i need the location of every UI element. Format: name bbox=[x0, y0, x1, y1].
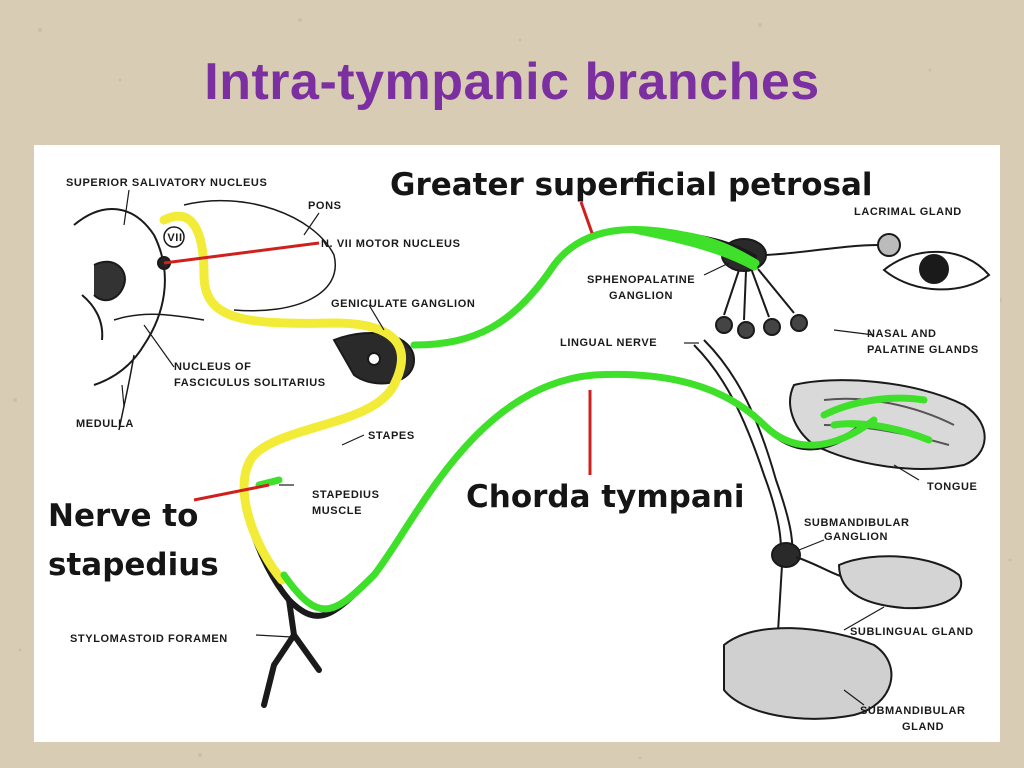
label-submandibular-gland-1: SUBMANDIBULAR bbox=[860, 705, 966, 717]
label-lacrimal-gland: LACRIMAL GLAND bbox=[854, 206, 962, 218]
label-fasciculus-solitarius: FASCICULUS SOLITARIUS bbox=[174, 377, 326, 389]
label-submandibular: SUBMANDIBULAR bbox=[804, 517, 910, 529]
pointer-motor-nucleus bbox=[163, 241, 320, 265]
sublingual-gland bbox=[837, 555, 962, 610]
callout-stapedius: stapedius bbox=[48, 547, 219, 583]
label-n7-motor-nucleus: N. VII MOTOR NUCLEUS bbox=[321, 238, 461, 250]
label-medulla: MEDULLA bbox=[76, 418, 134, 430]
slide-title: Intra-tympanic branches bbox=[204, 53, 820, 111]
label-palatine-glands: PALATINE GLANDS bbox=[867, 344, 979, 356]
label-leaders bbox=[121, 189, 920, 706]
submandibular-gland bbox=[723, 627, 893, 720]
pointer-greater-superficial-petrosal bbox=[579, 201, 594, 234]
label-stapes: STAPES bbox=[368, 430, 415, 442]
eye-illustration bbox=[877, 233, 991, 291]
label-sublingual-gland: SUBLINGUAL GLAND bbox=[850, 626, 974, 638]
label-muscle: MUSCLE bbox=[312, 505, 362, 517]
label-nasal-and: NASAL AND bbox=[867, 328, 937, 340]
label-tongue: TONGUE bbox=[927, 481, 977, 493]
facial-nerve-diagram: VII bbox=[48, 167, 991, 733]
label-geniculate-ganglion: GENICULATE GANGLION bbox=[331, 298, 475, 310]
label-nucleus-of: NUCLEUS OF bbox=[174, 361, 252, 373]
pointer-lines bbox=[163, 201, 594, 502]
label-submandibular-ganglion: GANGLION bbox=[824, 531, 888, 543]
motor-pathway-yellow bbox=[159, 211, 406, 585]
lingual-nerve bbox=[693, 339, 794, 566]
callout-nerve-to: Nerve to bbox=[48, 498, 198, 534]
label-sphenopalatine-ganglion: GANGLION bbox=[609, 290, 673, 302]
label-sphenopalatine: SPHENOPALATINE bbox=[587, 274, 695, 286]
label-pons: PONS bbox=[308, 200, 342, 212]
pointer-nerve-to-stapedius bbox=[193, 483, 270, 502]
callout-greater-superficial-petrosal: Greater superficial petrosal bbox=[390, 167, 873, 203]
label-stapedius: STAPEDIUS bbox=[312, 489, 380, 501]
motor-nucleus-symbol: VII bbox=[167, 232, 182, 244]
parasympathetic-pathway-green bbox=[255, 225, 933, 613]
label-stylomastoid-foramen: STYLOMASTOID FORAMEN bbox=[70, 633, 228, 645]
label-submandibular-gland-2: GLAND bbox=[902, 721, 944, 733]
callout-chorda-tympani: Chorda tympani bbox=[466, 479, 744, 515]
label-lingual-nerve: LINGUAL NERVE bbox=[560, 337, 657, 349]
label-superior-salivatory-nucleus: SUPERIOR SALIVATORY NUCLEUS bbox=[66, 177, 267, 189]
diagram-panel: VII bbox=[34, 145, 1000, 742]
